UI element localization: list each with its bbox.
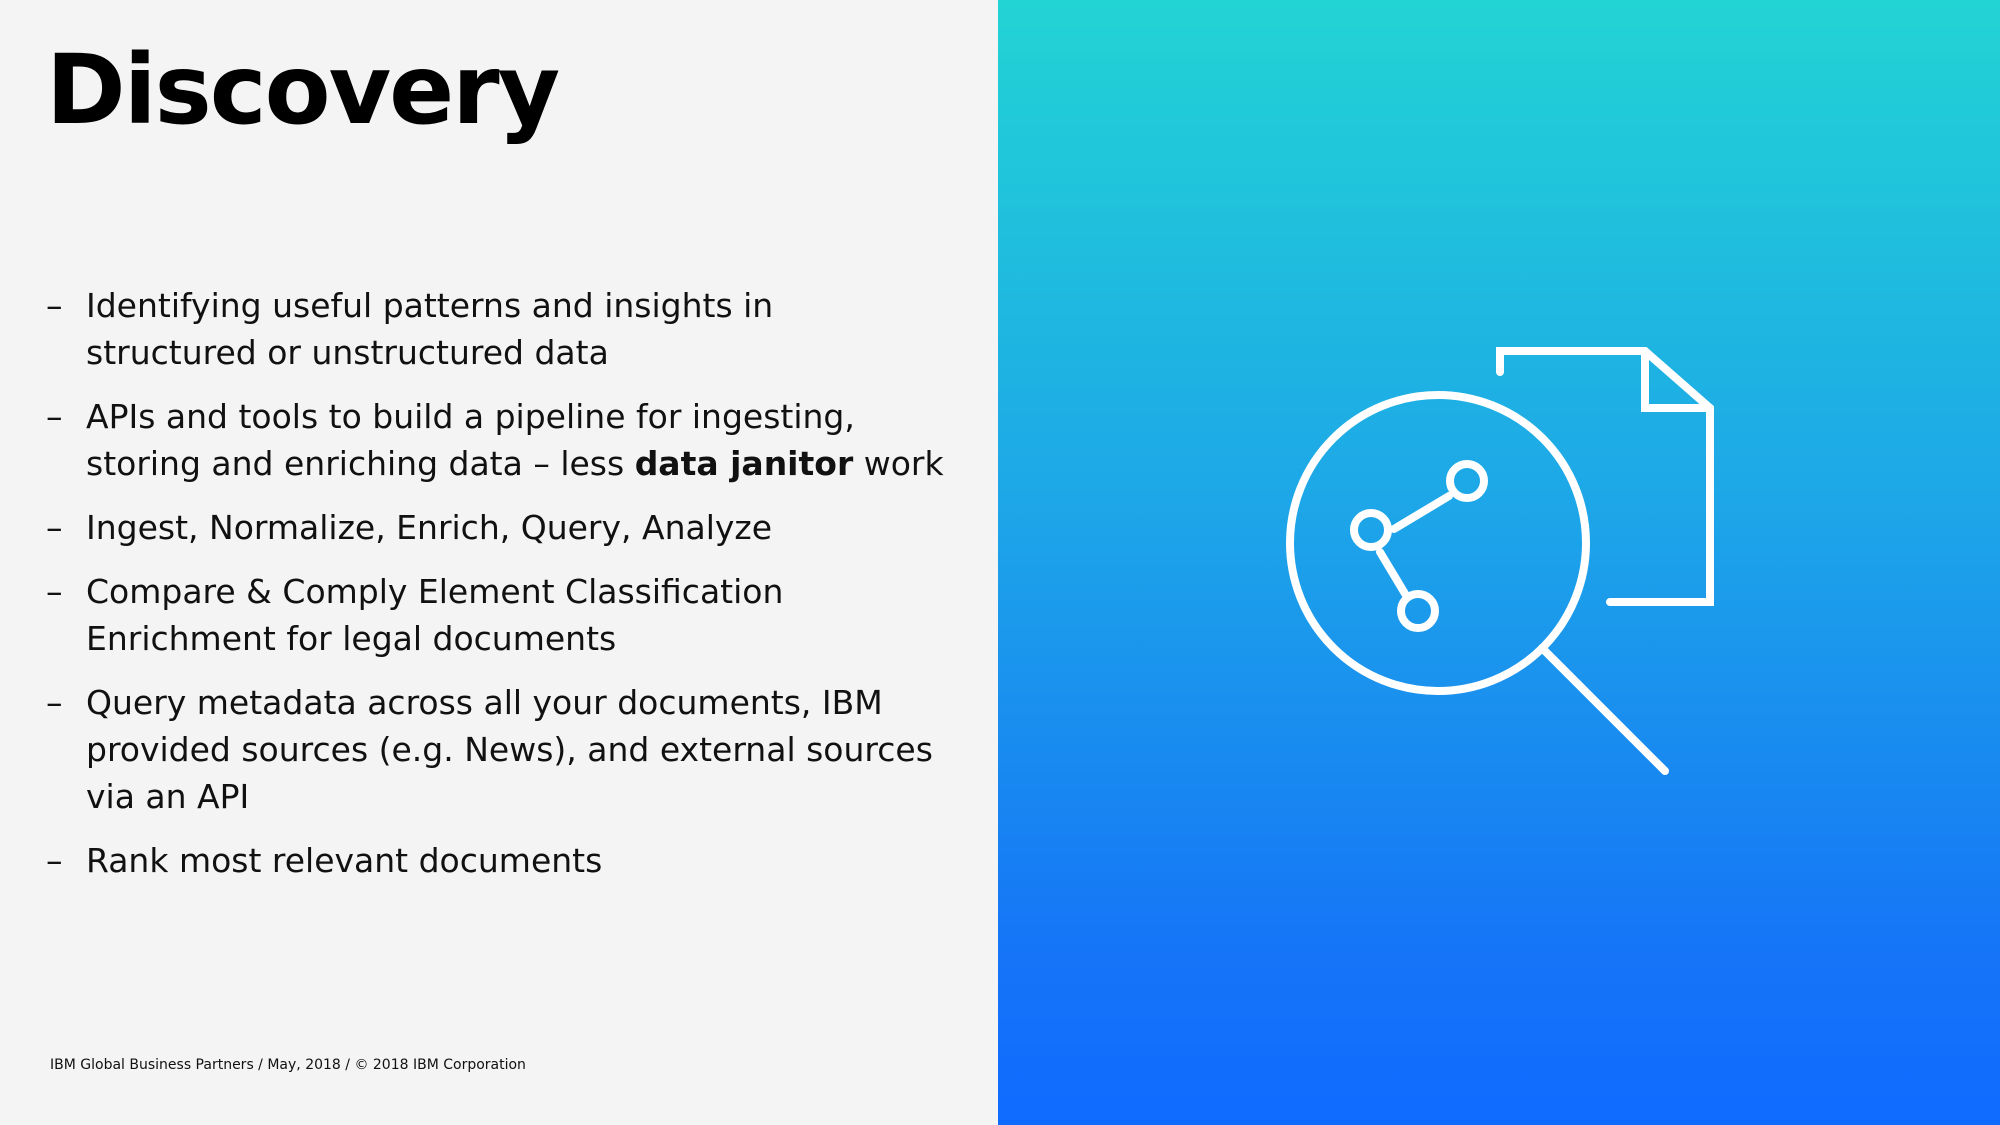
graph-node	[1446, 460, 1488, 502]
bullet-text: Identifying useful patterns and insights…	[86, 286, 774, 372]
bullet-text: Rank most relevant documents	[86, 841, 603, 880]
bullet-marker: –	[46, 508, 63, 547]
bullet-marker: –	[46, 286, 63, 325]
graph-edge	[1390, 492, 1453, 533]
bullet-item: – Query metadata across all your documen…	[46, 679, 946, 820]
graph-node	[1397, 590, 1439, 632]
slide-title: Discovery	[46, 34, 560, 146]
magnifier-lens	[1286, 391, 1590, 695]
document-outline	[1496, 347, 1714, 606]
graph-node	[1350, 509, 1392, 551]
document-fold	[1641, 347, 1714, 412]
bullet-item: – APIs and tools to build a pipeline for…	[46, 393, 946, 487]
bullet-emphasis: data janitor	[634, 444, 854, 483]
bullet-item: – Compare & Comply Element Classificatio…	[46, 568, 946, 662]
bullet-text-part: APIs and tools to build a pipeline for i…	[86, 397, 855, 483]
bullet-item: – Identifying useful patterns and insigh…	[46, 282, 946, 376]
bullet-text: APIs and tools to build a pipeline for i…	[86, 397, 944, 483]
content-panel: Discovery – Identifying useful patterns …	[0, 0, 998, 1125]
magnifier-handle	[1538, 644, 1669, 775]
bullet-text: Query metadata across all your documents…	[86, 683, 933, 816]
document-search-graph-icon	[1270, 340, 1730, 790]
bullet-list: – Identifying useful patterns and insigh…	[46, 282, 946, 901]
bullet-item: – Rank most relevant documents	[46, 837, 946, 884]
bullet-text: Compare & Comply Element Classification …	[86, 572, 784, 658]
bullet-marker: –	[46, 841, 63, 880]
graph-edge	[1376, 548, 1411, 601]
gradient-panel	[998, 0, 2000, 1125]
bullet-text-part: work	[853, 444, 944, 483]
bullet-marker: –	[46, 683, 63, 722]
bullet-item: – Ingest, Normalize, Enrich, Query, Anal…	[46, 504, 946, 551]
footer-text: IBM Global Business Partners / May, 2018…	[50, 1057, 526, 1073]
bullet-text: Ingest, Normalize, Enrich, Query, Analyz…	[86, 508, 773, 547]
bullet-marker: –	[46, 397, 63, 436]
bullet-marker: –	[46, 572, 63, 611]
